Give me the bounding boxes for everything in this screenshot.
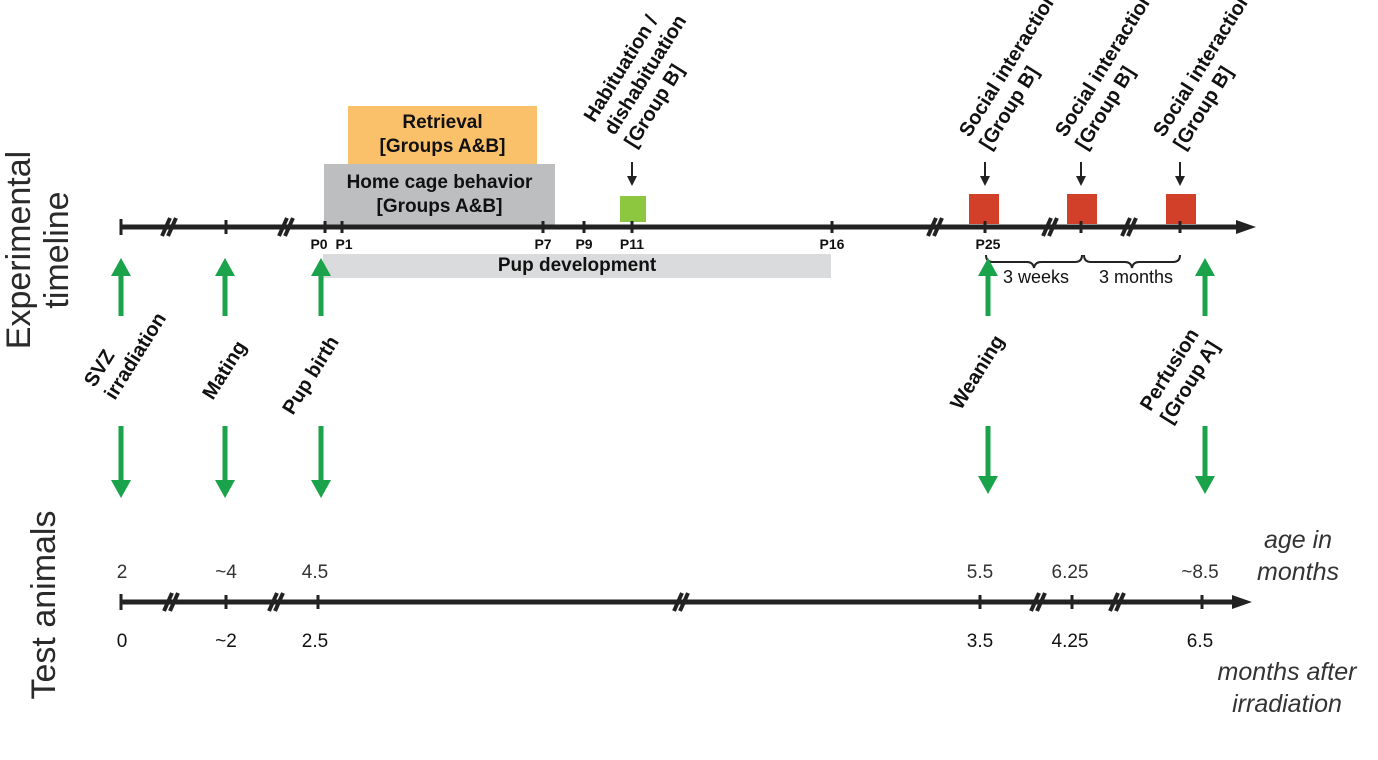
tick-label-p7: P7: [534, 236, 552, 252]
retrieval-groups: [Groups A&B]: [379, 136, 506, 157]
after-value: 0: [116, 631, 128, 652]
title-line: age in: [1263, 526, 1333, 554]
green-up-arrows: [111, 258, 1215, 316]
after-value: 6.5: [1186, 631, 1214, 652]
retrieval-title: Retrieval: [402, 112, 483, 133]
annotation-down-arrows: [627, 162, 1185, 186]
tick-label-p1: P1: [335, 236, 353, 252]
retrieval-box: Retrieval [Groups A&B]: [348, 106, 537, 164]
tick-label-p11: P11: [619, 236, 645, 252]
after-value: 3.5: [966, 631, 994, 652]
age-value: 2: [116, 562, 128, 583]
green-down-arrows: [111, 426, 1215, 498]
interval-3-months: 3 months: [1099, 267, 1174, 287]
tick-label-p16: P16: [819, 236, 845, 252]
after-value: 2.5: [301, 631, 329, 652]
months-after-irradiation-title: months after irradiation: [1200, 656, 1374, 720]
home-cage-title: Home cage behavior: [346, 172, 533, 193]
experimental-axis-ticks: [119, 219, 1182, 235]
title-line: months after: [1217, 658, 1357, 686]
test-axis-arrowhead: [1232, 595, 1252, 609]
test-axis-ticks: [119, 594, 1204, 610]
experimental-axis-breaks: [160, 217, 1138, 237]
test-axis-breaks: [162, 592, 1126, 612]
social-interaction-block-2: [1067, 194, 1097, 224]
social-interaction-block-3: [1166, 194, 1196, 224]
age-value: 4.5: [301, 562, 329, 583]
experimental-axis-arrowhead: [1236, 220, 1256, 234]
age-value: 5.5: [966, 562, 994, 583]
tick-label-p0: P0: [310, 236, 328, 252]
pup-development-box: Pup development: [323, 254, 831, 278]
home-cage-box: Home cage behavior [Groups A&B]: [324, 164, 555, 226]
age-in-months-title: age in months: [1238, 524, 1358, 588]
tick-label-p25: P25: [975, 236, 1001, 252]
interval-3-weeks: 3 weeks: [1003, 267, 1070, 287]
age-value: 6.25: [1051, 562, 1089, 583]
age-value: ~4: [215, 562, 237, 583]
home-cage-groups: [Groups A&B]: [376, 196, 503, 217]
after-value: 4.25: [1051, 631, 1089, 652]
title-line: irradiation: [1232, 690, 1342, 718]
title-line: months: [1257, 558, 1339, 586]
habituation-block: [620, 196, 646, 222]
age-value: ~8.5: [1181, 562, 1219, 583]
after-value: ~2: [215, 631, 237, 652]
tick-label-p9: P9: [575, 236, 593, 252]
social-interaction-block-1: [969, 194, 999, 224]
